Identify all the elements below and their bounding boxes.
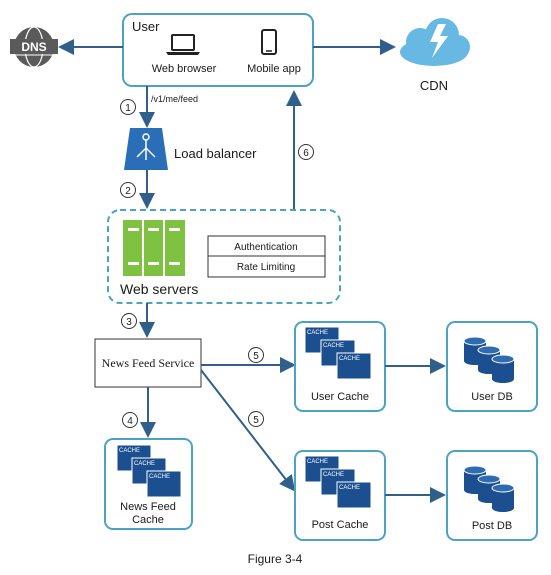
svg-text:CACHE: CACHE: [149, 474, 170, 480]
mobile-app-label: Mobile app: [247, 63, 301, 75]
load-balancer-icon: [124, 128, 168, 170]
step-3-label: 3: [126, 317, 132, 328]
dns-globe-icon: DNS: [10, 26, 58, 68]
rate-limiting-box: [207, 255, 326, 278]
svg-text:CACHE: CACHE: [339, 485, 360, 491]
post-cache-stack-icon: CACHE CACHE CACHE: [304, 455, 372, 509]
svg-text:CACHE: CACHE: [307, 330, 328, 336]
step-5a-label: 5: [253, 351, 259, 362]
user-db-cylinders-icon: [463, 336, 515, 383]
svg-text:CACHE: CACHE: [134, 461, 155, 467]
mobile-phone-icon: [261, 29, 277, 55]
laptop-icon: [166, 34, 200, 55]
news-feed-cache-label-2: Cache: [132, 514, 164, 526]
api-path-label: /v1/me/feed: [151, 94, 198, 104]
user-title: User: [132, 19, 160, 34]
news-feed-service-label: News Feed Service: [102, 356, 195, 370]
dns-label: DNS: [21, 40, 46, 54]
step-1-badge: [120, 99, 136, 115]
server-rack-icon: [123, 220, 185, 276]
web-servers-label: Web servers: [120, 281, 198, 297]
step-4-label: 4: [127, 416, 133, 427]
step-4-badge: [122, 412, 138, 428]
web-browser-label: Web browser: [152, 63, 217, 75]
cdn-label: CDN: [420, 78, 448, 93]
step-6-label: 6: [303, 148, 309, 159]
step-5a-badge: [248, 347, 264, 363]
post-db-label: Post DB: [472, 520, 512, 532]
user-cache-label: User Cache: [311, 391, 369, 403]
svg-text:CACHE: CACHE: [307, 459, 328, 465]
figure-caption: Figure 3-4: [248, 552, 303, 566]
step-5b-badge: [248, 411, 264, 427]
svg-text:CACHE: CACHE: [119, 448, 140, 454]
authentication-label: Authentication: [234, 242, 297, 253]
step-6-badge: [298, 144, 314, 160]
cdn-cloud-icon: [400, 18, 470, 66]
step-2-label: 2: [125, 186, 131, 197]
step-5b-label: 5: [253, 415, 259, 426]
user-box: [122, 13, 314, 87]
arrow-nfs-postcache: [200, 369, 296, 492]
step-2-badge: [120, 182, 136, 198]
post-cache-label: Post Cache: [312, 519, 369, 531]
svg-text:CACHE: CACHE: [323, 472, 344, 478]
step-3-badge: [121, 313, 137, 329]
user-db-label: User DB: [471, 391, 513, 403]
news-feed-cache-stack-icon: CACHE CACHE CACHE: [116, 444, 182, 498]
svg-text:CACHE: CACHE: [323, 343, 344, 349]
post-db-cylinders-icon: [463, 465, 515, 512]
news-feed-cache-label-1: News Feed: [120, 501, 176, 513]
svg-text:CACHE: CACHE: [339, 356, 360, 362]
load-balancer-label: Load balancer: [174, 146, 257, 161]
rate-limiting-label: Rate Limiting: [237, 262, 295, 273]
step-1-label: 1: [125, 103, 131, 114]
user-cache-stack-icon: CACHE CACHE CACHE: [304, 326, 372, 380]
